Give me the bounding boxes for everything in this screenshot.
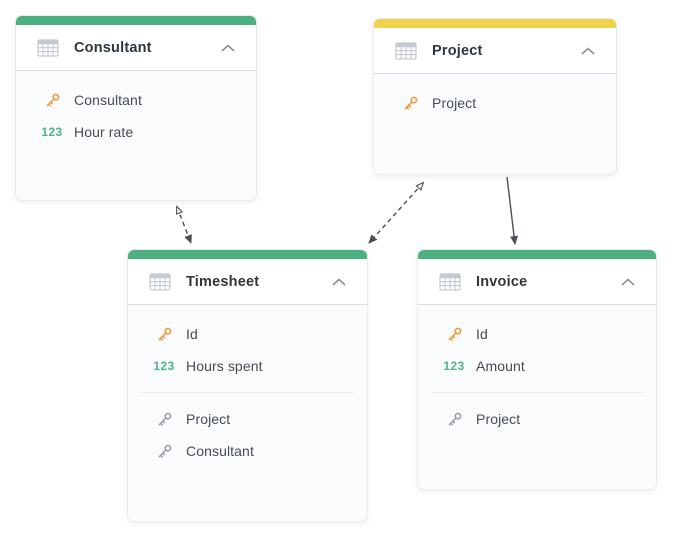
key-icon-primary <box>39 92 65 109</box>
entity-title: Invoice <box>476 273 528 290</box>
entity-card-timesheet[interactable]: Timesheet Id 123 Hours spent Project <box>127 249 368 522</box>
key-icon-primary <box>397 95 423 112</box>
entity-card-consultant[interactable]: Consultant Consultant 123 Hour rate <box>15 15 257 201</box>
entity-title: Timesheet <box>186 273 260 290</box>
field-label: Consultant <box>186 443 254 459</box>
field-label: Hours spent <box>186 358 263 374</box>
entity-header: Invoice <box>418 259 656 305</box>
field-label: Id <box>476 326 488 342</box>
number-type-icon: 123 <box>443 359 465 373</box>
table-icon <box>439 272 461 291</box>
entity-title: Consultant <box>74 39 152 56</box>
field-row[interactable]: Project <box>128 403 367 435</box>
chevron-up-icon[interactable] <box>220 43 236 53</box>
connector-consultant-timesheet <box>175 205 192 244</box>
field-row[interactable]: Consultant <box>128 435 367 467</box>
entity-accent-bar <box>374 19 616 28</box>
entity-fields: Id 123 Hours spent Project Consultant <box>128 305 367 521</box>
table-icon <box>149 272 171 291</box>
field-row[interactable]: 123 Hour rate <box>16 116 256 148</box>
field-row[interactable]: Project <box>418 403 656 435</box>
field-row[interactable]: Project <box>374 87 616 119</box>
entity-fields: Id 123 Amount Project <box>418 305 656 489</box>
field-group-divider <box>142 392 353 393</box>
entity-header: Consultant <box>16 25 256 71</box>
entity-header: Project <box>374 28 616 74</box>
entity-accent-bar <box>128 250 367 259</box>
key-icon-foreign <box>441 411 467 428</box>
connector-project-timesheet <box>368 181 425 244</box>
field-label: Id <box>186 326 198 342</box>
number-type-icon: 123 <box>41 125 63 139</box>
entity-accent-bar <box>418 250 656 259</box>
chevron-up-icon[interactable] <box>331 277 347 287</box>
key-icon-primary <box>151 326 177 343</box>
entity-header: Timesheet <box>128 259 367 305</box>
field-label: Amount <box>476 358 525 374</box>
entity-fields: Project <box>374 74 616 174</box>
field-row[interactable]: Id <box>418 318 656 350</box>
entity-card-project[interactable]: Project Project <box>373 18 617 175</box>
field-row[interactable]: Id <box>128 318 367 350</box>
field-label: Consultant <box>74 92 142 108</box>
field-label: Hour rate <box>74 124 134 140</box>
field-label: Project <box>476 411 521 427</box>
chevron-up-icon[interactable] <box>620 277 636 287</box>
key-icon-primary <box>441 326 467 343</box>
number-type-icon: 123 <box>153 359 175 373</box>
table-icon <box>37 38 59 57</box>
connector-project-invoice <box>506 176 519 245</box>
table-icon <box>395 41 417 60</box>
field-row[interactable]: Consultant <box>16 84 256 116</box>
key-icon-foreign <box>151 411 177 428</box>
entity-card-invoice[interactable]: Invoice Id 123 Amount Project <box>417 249 657 490</box>
chevron-up-icon[interactable] <box>580 46 596 56</box>
field-label: Project <box>186 411 231 427</box>
key-icon-foreign <box>151 443 177 460</box>
field-label: Project <box>432 95 477 111</box>
entity-title: Project <box>432 42 483 59</box>
entity-accent-bar <box>16 16 256 25</box>
entity-fields: Consultant 123 Hour rate <box>16 71 256 200</box>
field-row[interactable]: 123 Hours spent <box>128 350 367 382</box>
field-group-divider <box>432 392 642 393</box>
field-row[interactable]: 123 Amount <box>418 350 656 382</box>
